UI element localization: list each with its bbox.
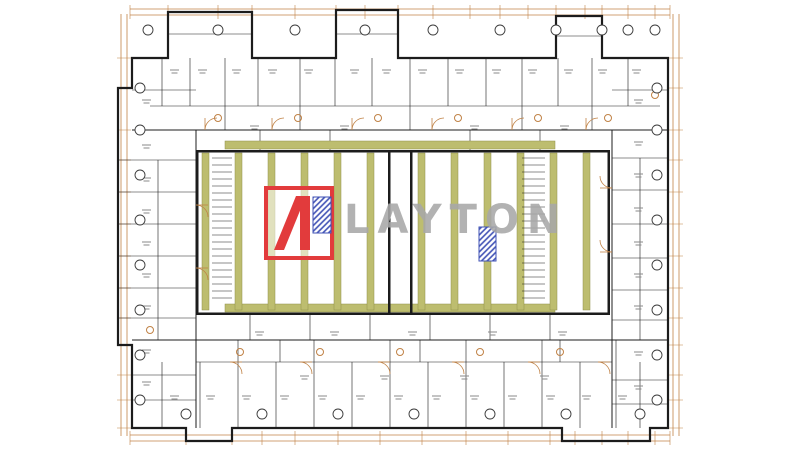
shaft-hatches	[312, 196, 497, 262]
building-outline	[116, 8, 670, 443]
fixture-circles	[146, 91, 659, 356]
door-arcs	[195, 117, 613, 375]
core-walls	[196, 150, 610, 315]
layton-watermark: LAYTON	[264, 186, 568, 262]
stair-icons	[212, 157, 545, 299]
interior-walls	[118, 33, 668, 428]
dimension-lines	[117, 5, 683, 445]
watermark-text: LAYTON	[344, 197, 568, 243]
axis-bubbles	[134, 24, 663, 420]
